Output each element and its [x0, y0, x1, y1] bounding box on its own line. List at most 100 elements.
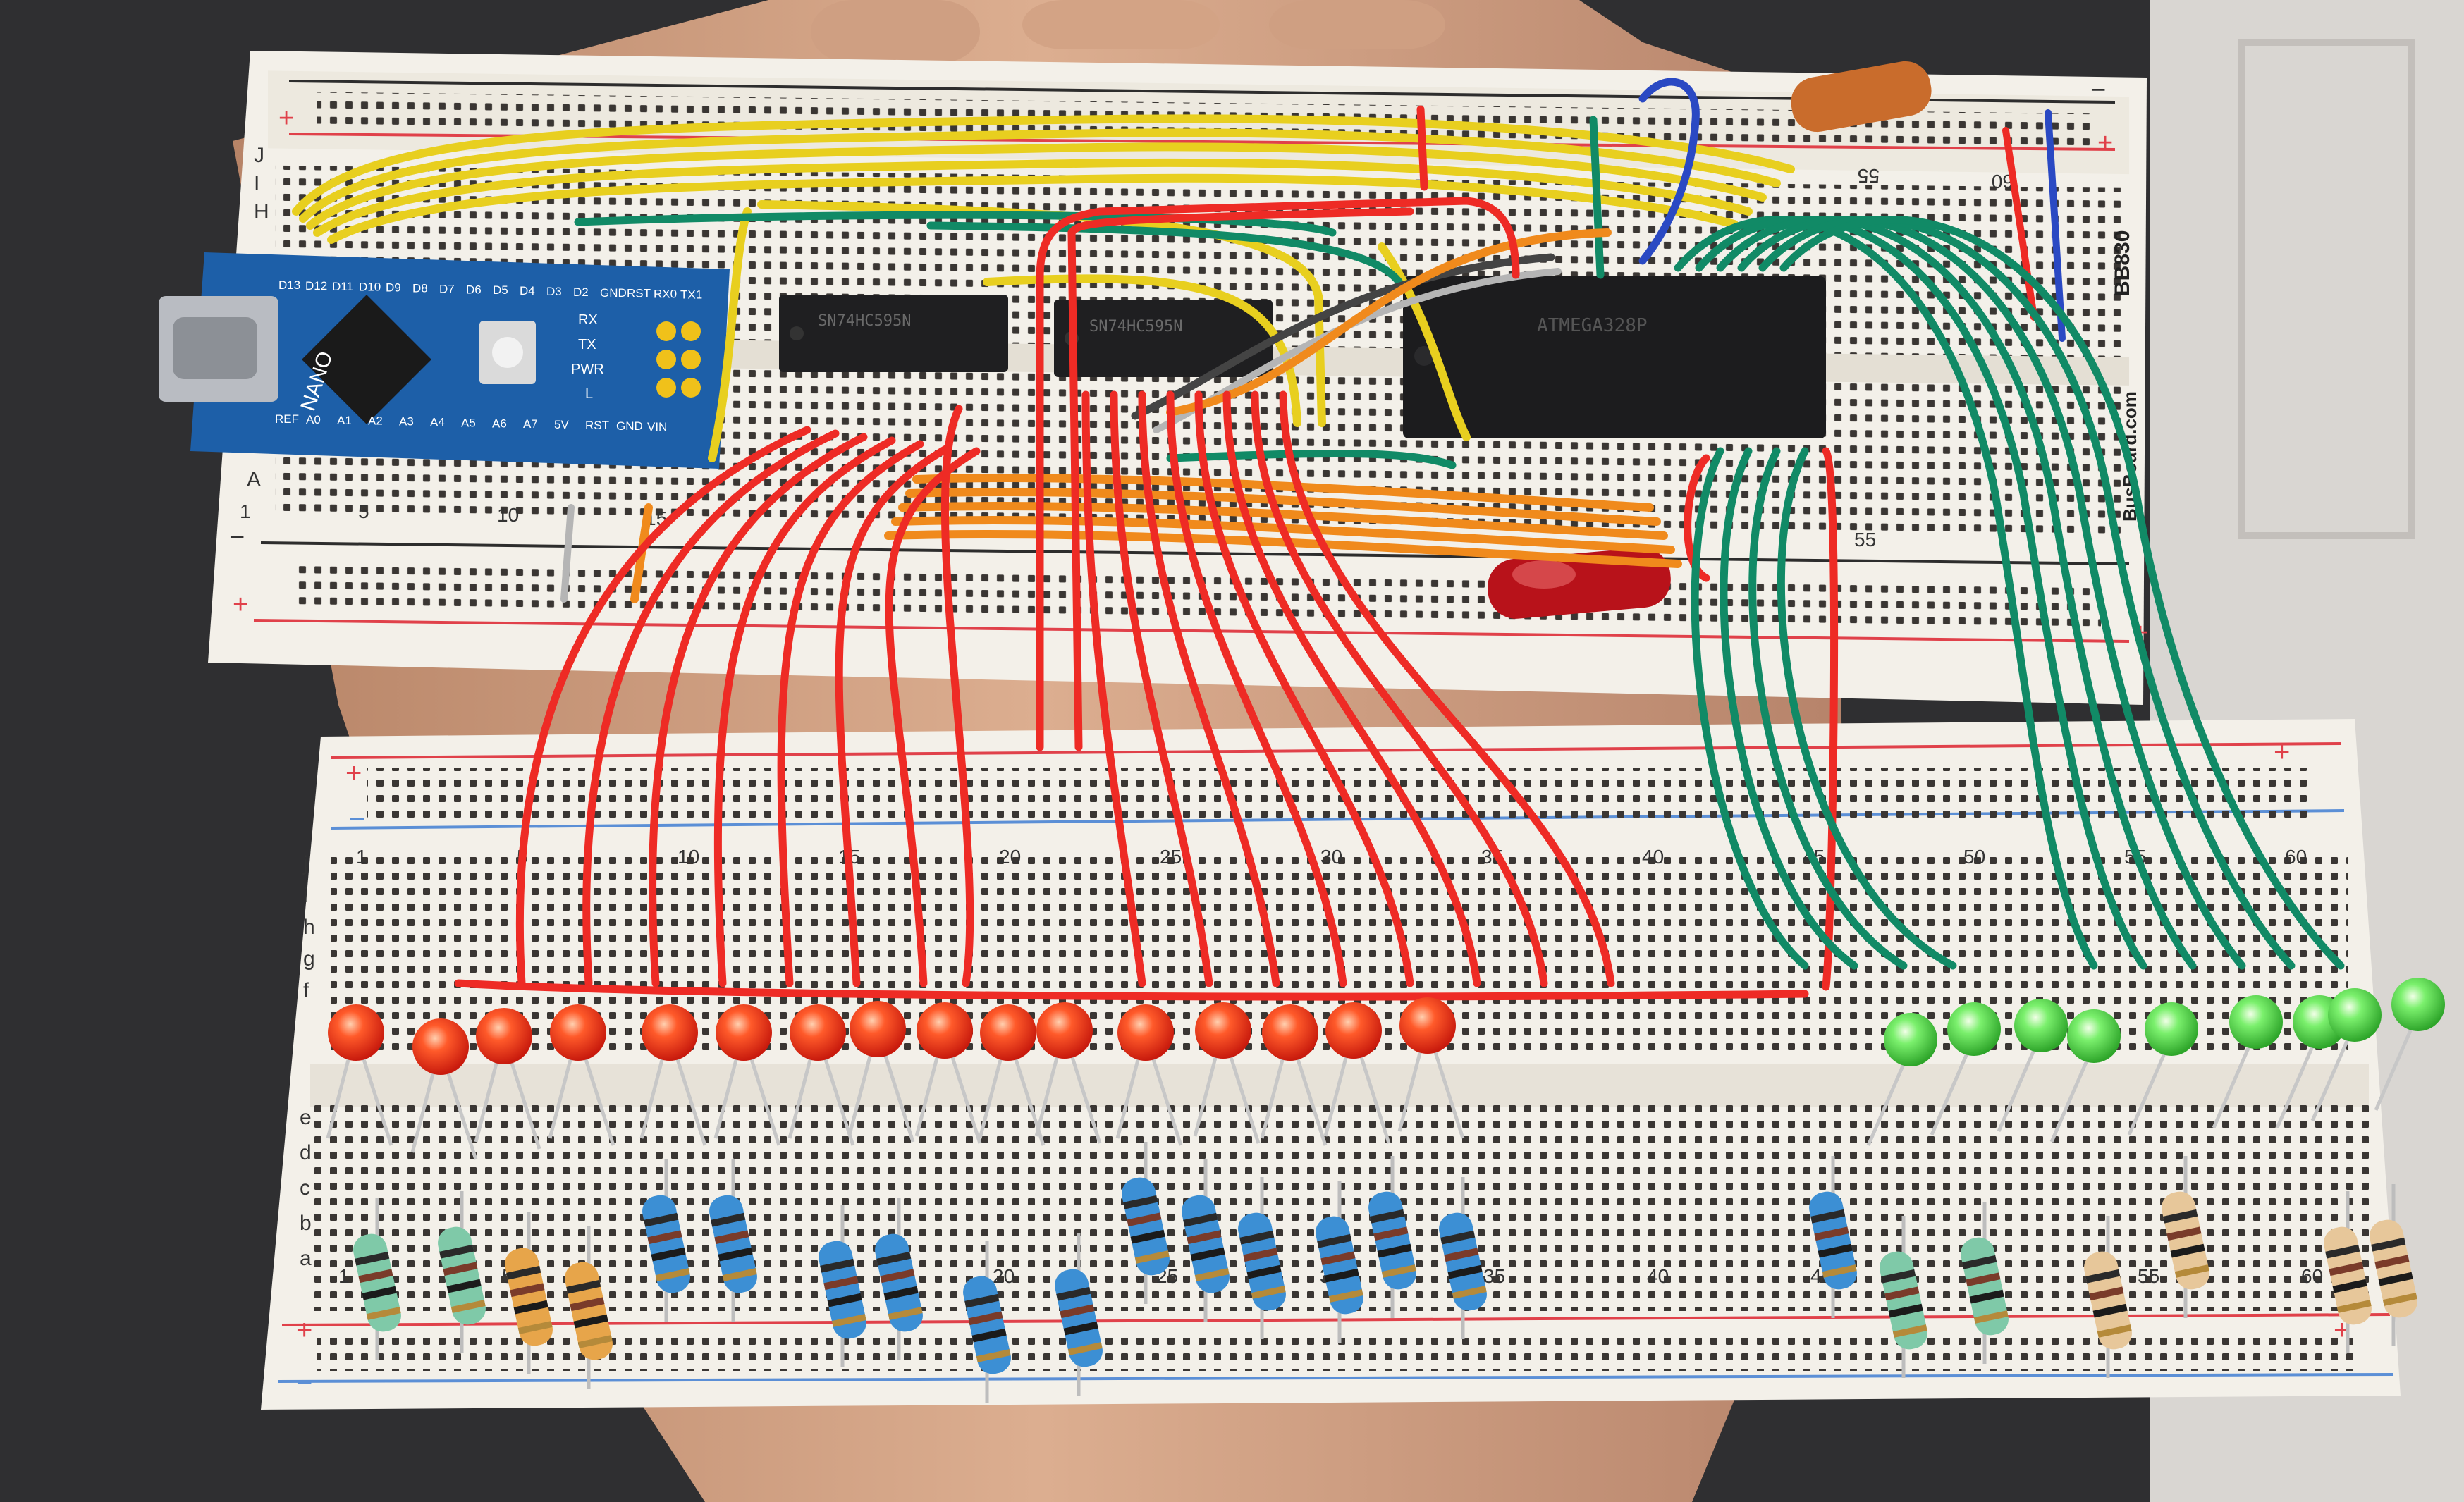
bottom-col-lower-40: 40	[1647, 1265, 1669, 1287]
led-label-rx: RX	[578, 312, 598, 328]
resistor	[642, 1195, 690, 1293]
red-led	[642, 1004, 698, 1061]
nano-pin-d5: D5	[493, 283, 508, 297]
led-leg	[446, 1071, 478, 1160]
red-led	[550, 1004, 606, 1061]
red-led	[1262, 1004, 1318, 1061]
nano-pin-a7: A7	[523, 417, 538, 431]
red-wire	[940, 405, 974, 987]
led-leg	[1193, 1054, 1218, 1137]
nano-pin-a0: A0	[306, 413, 321, 426]
resistor	[2084, 1251, 2132, 1350]
bottom-board-minus-lower: −	[296, 1367, 312, 1398]
bottom-board-plus-lower: +	[296, 1315, 312, 1346]
led-leg	[361, 1057, 393, 1146]
led-leg	[1930, 1053, 1969, 1135]
resistor	[1368, 1191, 1416, 1290]
top-col-10: 10	[497, 504, 519, 526]
resistor	[2370, 1219, 2417, 1318]
top-col-55-upper: 55	[1858, 165, 1880, 187]
led-leg	[326, 1057, 351, 1139]
red-wire	[1081, 390, 1146, 987]
top-rail-minus-right: −	[2090, 75, 2106, 105]
nano-pin-d12: D12	[305, 279, 327, 293]
bottom-row-h: h	[303, 916, 315, 939]
bottom-col-upper-60: 60	[2285, 846, 2307, 868]
nano-pin-d4: D4	[520, 284, 535, 297]
nano-pin-d11: D11	[332, 280, 353, 293]
red-wire	[1222, 390, 1481, 987]
red-led	[412, 1018, 469, 1075]
bottom-row-c-lower: c	[300, 1176, 310, 1200]
led-leg	[713, 1057, 739, 1139]
red-wire	[1138, 390, 1280, 987]
resistor	[1238, 1212, 1286, 1311]
resistor	[875, 1233, 923, 1332]
nano-pin-a6: A6	[492, 417, 507, 430]
top-row-letter-j: J	[254, 144, 264, 167]
led-leg	[883, 1053, 915, 1143]
resistor	[1316, 1216, 1363, 1315]
bottom-col-upper-1: 1	[356, 846, 367, 868]
red-led	[917, 1002, 973, 1059]
red-wire	[515, 426, 811, 987]
resistor	[963, 1276, 1011, 1374]
red-wire	[713, 436, 896, 987]
red-led	[328, 1004, 384, 1061]
led-label-l: L	[585, 386, 593, 402]
nano-pin-d7: D7	[439, 282, 455, 295]
red-wire	[582, 429, 840, 987]
red-led	[1117, 1004, 1174, 1061]
led-leg	[1260, 1057, 1285, 1139]
green-led	[2067, 1009, 2121, 1063]
bottom-row-f: f	[303, 979, 309, 1002]
bottom-rail-minus: −	[229, 523, 245, 553]
bottom-row-g: g	[303, 947, 315, 971]
red-led	[790, 1004, 846, 1061]
chip3-marking: ATMEGA328P	[1537, 315, 1648, 336]
resistor	[819, 1241, 866, 1339]
led-leg	[823, 1057, 855, 1146]
bottom-col-lower-20: 20	[993, 1265, 1015, 1287]
led-leg	[2275, 1046, 2315, 1128]
top-row-letter-i: I	[254, 172, 259, 195]
led-leg	[410, 1071, 436, 1153]
top-col-1: 1	[240, 500, 251, 522]
led-leg	[583, 1057, 615, 1146]
led-leg	[1115, 1057, 1141, 1139]
red-led	[1036, 1002, 1093, 1059]
led-leg	[2127, 1053, 2166, 1135]
resistor	[1182, 1195, 1230, 1293]
resistor	[1809, 1191, 1857, 1290]
green-wire	[1720, 447, 1858, 970]
red-wire	[1279, 390, 1615, 987]
nano-pin-5v: 5V	[554, 418, 569, 431]
resistor	[438, 1226, 486, 1325]
bottom-board-minus: −	[349, 804, 365, 835]
led-leg	[950, 1054, 982, 1144]
led-leg	[2049, 1060, 2089, 1143]
resistor	[2324, 1226, 2372, 1325]
nano-pin-d2: D2	[573, 285, 589, 299]
red-led	[980, 1004, 1036, 1061]
resistor	[353, 1233, 401, 1332]
nano-pin-d10: D10	[359, 281, 381, 294]
door-panel	[2238, 39, 2415, 539]
bottom-col-lower-35: 35	[1483, 1265, 1505, 1287]
led-leg	[847, 1053, 873, 1135]
led-leg	[787, 1057, 813, 1139]
led-leg	[2212, 1046, 2251, 1128]
bottom-row-d-lower: d	[300, 1141, 312, 1164]
bottom-row-b-lower: b	[300, 1212, 312, 1235]
top-rail-plus: +	[278, 104, 294, 133]
green-led	[1884, 1013, 1937, 1066]
led-leg	[1069, 1054, 1102, 1144]
red-led	[850, 1001, 906, 1057]
nano-pin-rx0: RX0	[654, 288, 677, 301]
green-wire	[1777, 447, 1957, 970]
nano-pin-d3: D3	[546, 285, 562, 298]
nano-pin-a2: A2	[368, 414, 383, 428]
wires	[292, 78, 2345, 1001]
